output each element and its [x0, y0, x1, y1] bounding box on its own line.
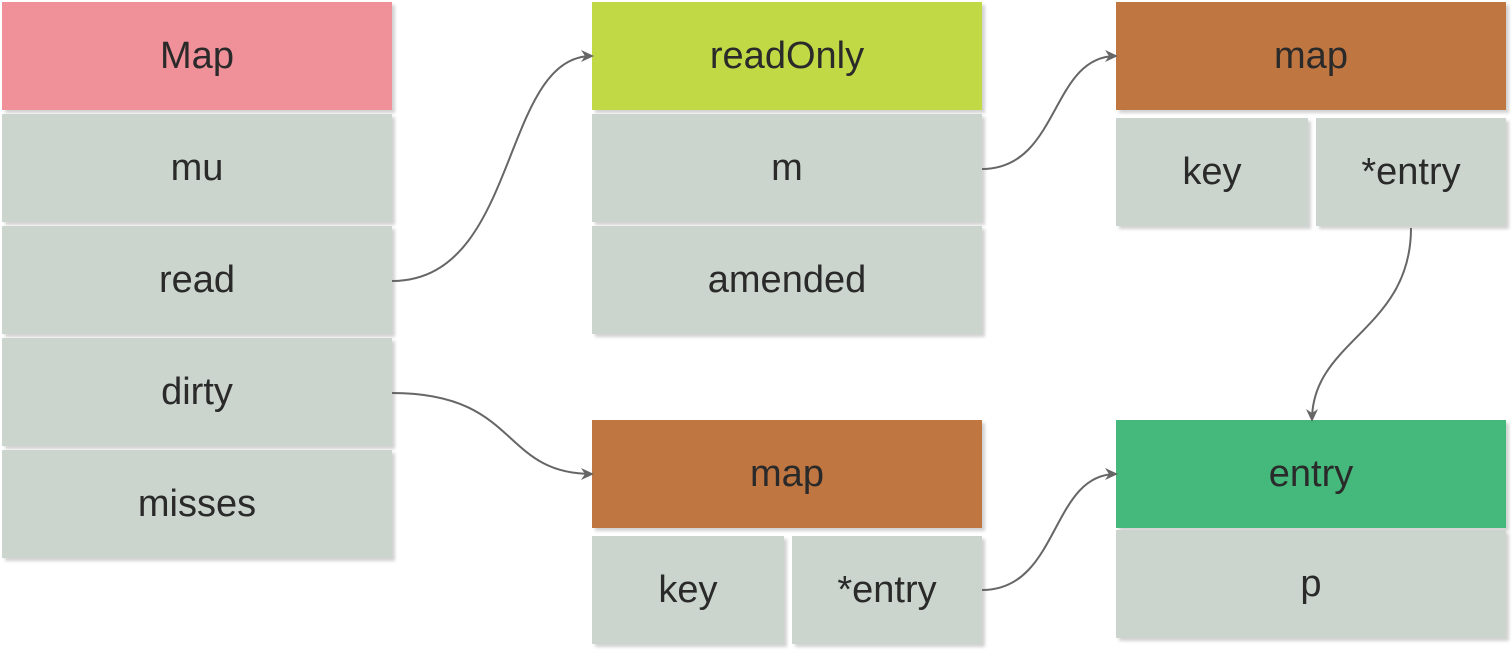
edge-dirty-to-dirty-map: [391, 392, 594, 480]
readonly-map-header: map: [1116, 2, 1506, 110]
edge-m-to-readonly-map: [981, 50, 1118, 170]
edge-read-to-readonly: [391, 50, 594, 282]
dirty-map-entry-pointer: *entry: [792, 536, 982, 644]
dirty-map-key: key: [592, 536, 784, 644]
readonly-field-m: m: [592, 114, 982, 222]
dirty-map-header: map: [592, 420, 982, 528]
edge-dirty-entry-to-entry: [981, 468, 1118, 591]
map-field-mu: mu: [2, 114, 392, 222]
readonly-map-entry-pointer: *entry: [1316, 118, 1506, 226]
map-struct-header: Map: [2, 2, 392, 110]
readonly-map-key: key: [1116, 118, 1308, 226]
map-field-read: read: [2, 226, 392, 334]
entry-struct-header: entry: [1116, 420, 1506, 528]
map-field-misses: misses: [2, 450, 392, 558]
readonly-field-amended: amended: [592, 226, 982, 334]
edge-readonly-entry-to-entry: [1306, 227, 1412, 422]
map-field-dirty: dirty: [2, 338, 392, 446]
entry-field-p: p: [1116, 530, 1506, 638]
readonly-struct-header: readOnly: [592, 2, 982, 110]
